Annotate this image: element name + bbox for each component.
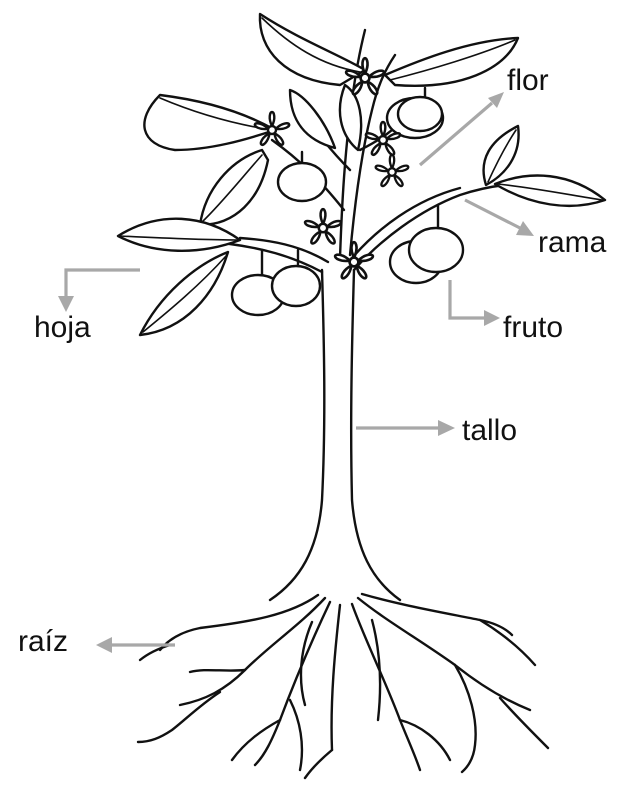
label-fruto: fruto [503,313,563,343]
label-flor: flor [507,66,549,96]
arrow-raiz [96,637,175,653]
arrow-hoja [58,270,140,312]
trunk [270,270,400,600]
label-rama: rama [538,228,606,258]
arrow-tallo [356,420,455,436]
arrow-rama [465,200,534,236]
arrow-fruto [450,280,500,326]
roots [138,594,548,778]
label-raiz: raíz [18,627,68,657]
label-tallo: tallo [462,416,517,446]
label-hoja: hoja [34,313,91,343]
flowers [254,58,409,279]
